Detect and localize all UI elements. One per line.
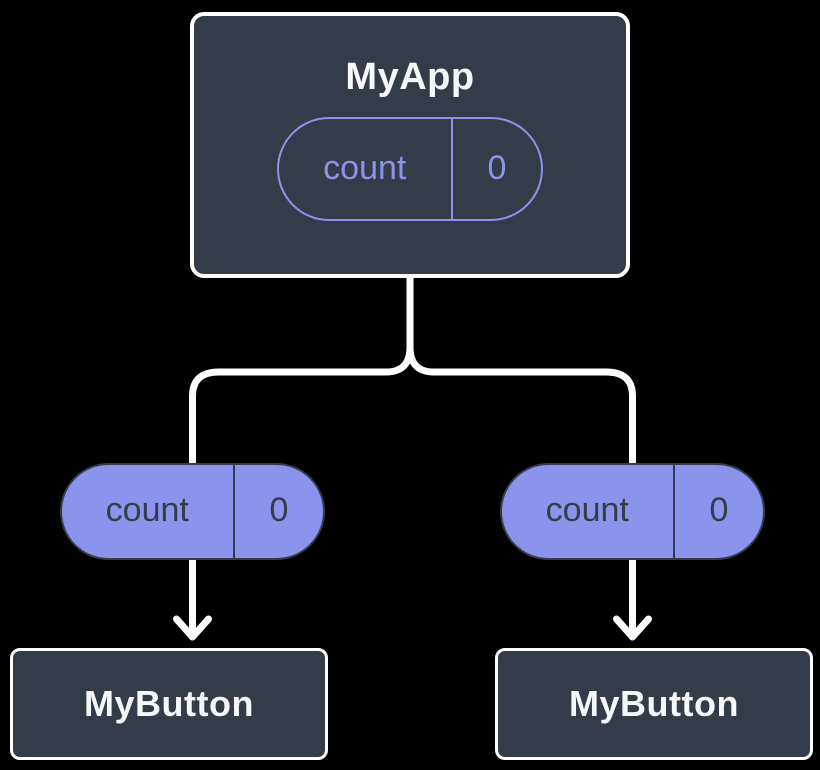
prop-pill-right: count 0 (500, 463, 765, 560)
myapp-state-pill: count 0 (277, 117, 543, 221)
fork-connector (189, 270, 636, 470)
mybutton-node-left: MyButton (10, 648, 328, 760)
arrow-down-right-icon (613, 554, 652, 641)
myapp-node-title: MyApp (345, 56, 475, 98)
mybutton-node-title: MyButton (84, 683, 254, 724)
prop-key-label: count (545, 491, 629, 529)
myapp-node: MyApp count 0 (190, 12, 630, 278)
mybutton-node-title: MyButton (569, 683, 739, 724)
arrow-down-left-icon (173, 554, 212, 641)
state-value-label: 0 (487, 148, 507, 187)
pill-divider (232, 465, 235, 558)
prop-pill-left: count 0 (60, 463, 325, 560)
prop-value-label: 0 (709, 491, 729, 529)
prop-key-label: count (105, 491, 189, 529)
pill-divider (672, 465, 675, 558)
state-key-label: count (323, 148, 407, 187)
pill-divider (450, 119, 453, 219)
mybutton-node-right: MyButton (495, 648, 813, 760)
prop-value-label: 0 (269, 491, 289, 529)
